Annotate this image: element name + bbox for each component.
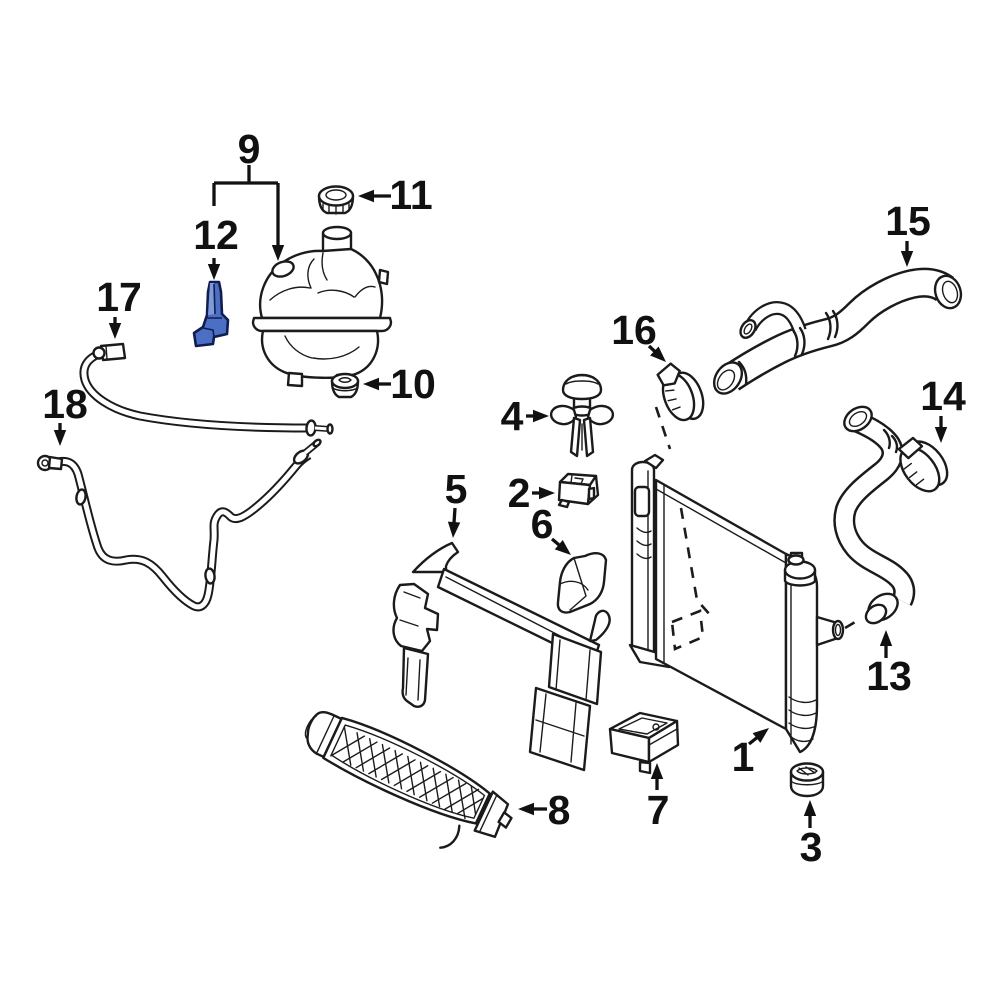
part-number-label: 2: [508, 470, 531, 516]
callout-11: 11: [358, 172, 433, 218]
arrowhead-icon: [533, 409, 549, 423]
callout-8: 8: [518, 787, 570, 833]
part-number-label: 3: [800, 824, 823, 870]
part-number-label: 10: [390, 361, 436, 407]
arrowhead-icon: [803, 800, 817, 816]
callout-13: 13: [866, 630, 912, 699]
reservoir-cap: [317, 185, 355, 215]
callout-9: 9: [212, 126, 285, 261]
part-number-label: 18: [42, 381, 88, 427]
air-intake-grille: [304, 710, 513, 849]
arrowhead-icon: [650, 346, 666, 362]
callout-18: 18: [42, 381, 88, 446]
callout-1: 1: [732, 728, 769, 780]
air-duct-bracket: [608, 711, 680, 775]
part-number-label: 15: [885, 198, 931, 244]
callout-4: 4: [501, 393, 549, 439]
part-number-label: 16: [611, 307, 657, 353]
arrowhead-icon: [447, 521, 461, 538]
arrowhead-icon: [934, 427, 948, 443]
callout-2: 2: [508, 470, 555, 516]
arrowhead-icon: [554, 539, 571, 555]
part-number-label: 12: [193, 212, 239, 258]
arrowhead-icon: [108, 323, 122, 339]
callout-16: 16: [611, 307, 666, 362]
part-number-label: 9: [238, 126, 261, 172]
baffle-bracket: [556, 552, 608, 614]
arrowhead-icon: [900, 251, 914, 267]
callout-6: 6: [531, 501, 571, 555]
part-number-label: 13: [866, 653, 912, 699]
vent-hose-17: [79, 342, 334, 437]
radiator-mount-grommet: [789, 762, 825, 798]
mount-clip: [557, 472, 600, 509]
tank-grommet: [330, 372, 360, 399]
arrowhead-icon: [650, 763, 664, 779]
callout-7: 7: [647, 763, 670, 833]
upper-radiator-hose: [712, 267, 963, 395]
part-number-label: 8: [548, 787, 571, 833]
arrowhead-icon: [53, 430, 67, 446]
arrowhead-icon: [752, 728, 769, 743]
callout-5: 5: [445, 466, 468, 538]
arrowhead-icon: [363, 377, 379, 391]
callout-10: 10: [363, 361, 436, 407]
callout-3: 3: [800, 800, 823, 870]
arrowhead-icon: [358, 189, 374, 203]
arrowhead-icon: [518, 802, 534, 816]
retainer-bracket-highlighted: [192, 280, 230, 348]
part-number-label: 5: [445, 466, 468, 512]
pin-mount: [549, 373, 615, 458]
radiator: [628, 406, 845, 754]
hose-clamp-14: [897, 436, 949, 493]
arrowhead-icon: [879, 630, 893, 646]
expansion-tank: [251, 225, 393, 390]
part-number-label: 17: [96, 274, 142, 320]
arrowhead-icon: [539, 486, 555, 500]
radiator-support: [392, 541, 611, 772]
hose-clamp-16: [656, 362, 705, 422]
part-number-label: 7: [647, 787, 670, 833]
callout-14: 14: [920, 373, 966, 443]
callout-12: 12: [193, 212, 239, 280]
callout-15: 15: [885, 198, 931, 267]
callout-17: 17: [96, 274, 142, 339]
overflow-pipe-18: [36, 438, 322, 612]
part-number-label: 4: [501, 393, 524, 439]
arrowhead-icon: [271, 245, 285, 261]
part-number-label: 14: [920, 373, 966, 419]
arrowhead-icon: [207, 264, 221, 280]
part-number-label: 6: [531, 501, 554, 547]
part-number-label: 11: [389, 172, 432, 218]
part-number-label: 1: [732, 734, 755, 780]
lower-radiator-hose: [833, 405, 916, 630]
